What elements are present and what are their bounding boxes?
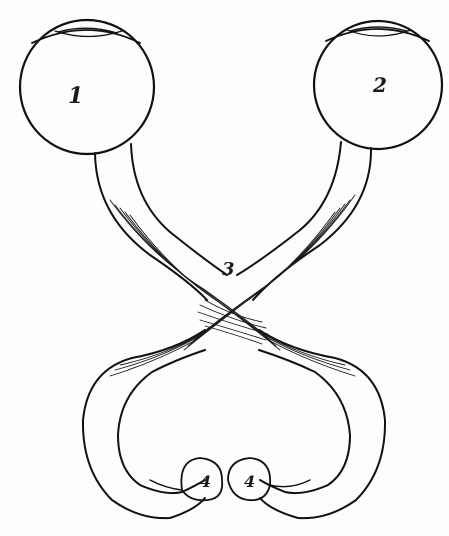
- label-geniculate-left: 4: [200, 472, 211, 491]
- optic-pathway: [83, 142, 385, 518]
- eyeball-left: [20, 20, 154, 154]
- label-eye-left: 1: [68, 83, 83, 109]
- label-geniculate-right: 4: [244, 472, 255, 491]
- geniculate-body-left: [150, 458, 222, 500]
- label-chiasm: 3: [222, 259, 235, 280]
- chiasm-fibers: [110, 195, 355, 376]
- label-eye-right: 2: [372, 73, 387, 97]
